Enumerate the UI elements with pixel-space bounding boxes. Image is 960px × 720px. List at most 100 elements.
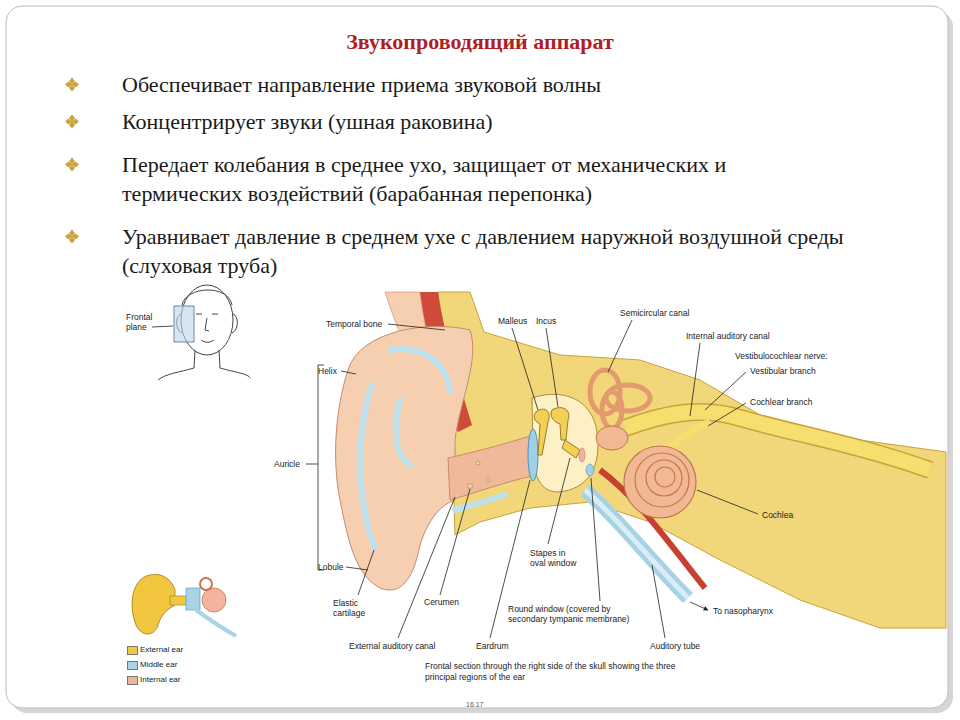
part-label: Cochlea xyxy=(762,510,793,520)
cochlea-spiral xyxy=(635,453,689,507)
inset-canal-loop xyxy=(200,578,212,590)
cartilage-strip xyxy=(455,495,505,510)
inset-auricle xyxy=(132,574,175,634)
malleus xyxy=(534,409,549,455)
spiral-turn xyxy=(635,453,689,507)
part-label: Helix xyxy=(318,366,337,376)
part-label: Cochlear branch xyxy=(750,397,812,407)
part-label: Elastic cartilage xyxy=(333,598,375,618)
round-window xyxy=(586,464,594,476)
leader-line xyxy=(398,497,455,638)
bullet-marker xyxy=(65,78,79,92)
bullet-marker xyxy=(65,158,79,172)
legend-swatch xyxy=(127,676,138,685)
leader-line xyxy=(512,328,538,410)
auricle-bracket xyxy=(306,365,324,570)
bullet-text: Передает колебания в среднее ухо, защища… xyxy=(122,150,847,208)
eardrum xyxy=(528,429,538,481)
spiral-turn xyxy=(646,460,682,496)
leader-lines xyxy=(341,320,758,638)
neck-lines xyxy=(158,350,250,380)
direction-arrow xyxy=(690,602,708,610)
leader-line xyxy=(548,458,570,544)
part-label: To nasopharynx xyxy=(713,606,773,616)
legend-swatch xyxy=(127,661,138,670)
part-label: Auditory tube xyxy=(650,641,700,651)
part-label: Vestibulocochlear nerve: xyxy=(735,351,828,361)
canal-loop xyxy=(606,385,650,411)
figure-caption: Frontal section through the right side o… xyxy=(425,661,687,683)
leader-line xyxy=(152,326,173,327)
stapes xyxy=(562,440,580,458)
legend-swatch xyxy=(127,646,138,655)
bullet-text: Обеспечивает направление приема звуковой… xyxy=(122,70,847,99)
head-ear xyxy=(232,314,237,333)
cerumen-dot xyxy=(486,478,490,482)
part-label: Temporal bone xyxy=(326,319,382,329)
part-label: Semicircular canal xyxy=(620,308,689,318)
cartilage-strip xyxy=(390,349,450,390)
elastic-cartilage xyxy=(360,349,505,548)
leader-line xyxy=(705,372,746,410)
inset-ear xyxy=(132,574,236,636)
leader-line xyxy=(708,403,746,426)
leader-line xyxy=(440,489,470,595)
bullet-markers xyxy=(65,78,79,244)
leader-line xyxy=(388,324,445,330)
inset-middle-ear xyxy=(186,588,200,610)
bullet-marker xyxy=(65,115,79,129)
inset-canal xyxy=(170,596,188,605)
incus xyxy=(551,408,569,440)
bullet-marker xyxy=(65,230,79,244)
cerumen-dot xyxy=(468,484,473,489)
part-label: Round window (covered by secondary tympa… xyxy=(508,604,633,624)
legend-text: External ear xyxy=(140,645,183,655)
frontal-plane xyxy=(174,306,194,342)
part-label: Stapes in oval window xyxy=(530,548,580,568)
cerumen-dot xyxy=(476,461,480,465)
plane-label: Frontal plane xyxy=(126,312,166,332)
leader-line xyxy=(652,565,665,638)
part-label: Incus xyxy=(536,316,556,326)
cartilage-strip xyxy=(360,385,375,548)
bullet-text: Уравнивает давление в среднем ухе с давл… xyxy=(122,222,847,280)
cochlea xyxy=(624,446,696,518)
legend-row: Internal ear xyxy=(127,675,227,685)
semicircular-canals xyxy=(590,370,650,428)
part-label: Vestibular branch xyxy=(750,366,816,376)
cerumen xyxy=(468,461,491,489)
leader-line xyxy=(546,328,558,407)
leader-line xyxy=(608,320,632,372)
legend-text: Internal ear xyxy=(140,675,180,685)
external-canal xyxy=(448,436,532,500)
legend-text: Middle ear xyxy=(140,660,177,670)
vestibule xyxy=(596,426,628,450)
cartilage-strip xyxy=(396,400,410,465)
bullet-text: Концентрирует звуки (ушная раковина) xyxy=(122,107,847,136)
part-label: Auricle xyxy=(274,459,300,469)
part-label: Lobule xyxy=(318,562,344,572)
leader-line xyxy=(358,550,374,595)
canal-loop xyxy=(602,392,622,428)
temporal-bone xyxy=(438,292,946,628)
part-label: Malleus xyxy=(498,316,527,326)
part-label: External auditory canal xyxy=(349,641,435,651)
leader-line xyxy=(346,567,368,570)
slide-frame xyxy=(6,6,948,708)
leader-line xyxy=(591,478,600,601)
hair-line xyxy=(182,290,232,305)
part-label: Internal auditory canal xyxy=(686,331,770,341)
part-label: Eardrum xyxy=(476,641,509,651)
leader-line xyxy=(690,343,700,416)
face-lines xyxy=(196,314,218,342)
leader-line xyxy=(341,371,356,374)
leader-line xyxy=(697,490,758,514)
slide-title: Звукопроводящий аппарат xyxy=(0,28,960,56)
page-number: 16.17 xyxy=(466,700,484,709)
head-sketch xyxy=(158,285,250,380)
inset-tube xyxy=(196,610,236,636)
oval-window xyxy=(579,448,585,462)
spiral-turn xyxy=(655,467,675,487)
part-label: Cerumen xyxy=(424,597,459,607)
